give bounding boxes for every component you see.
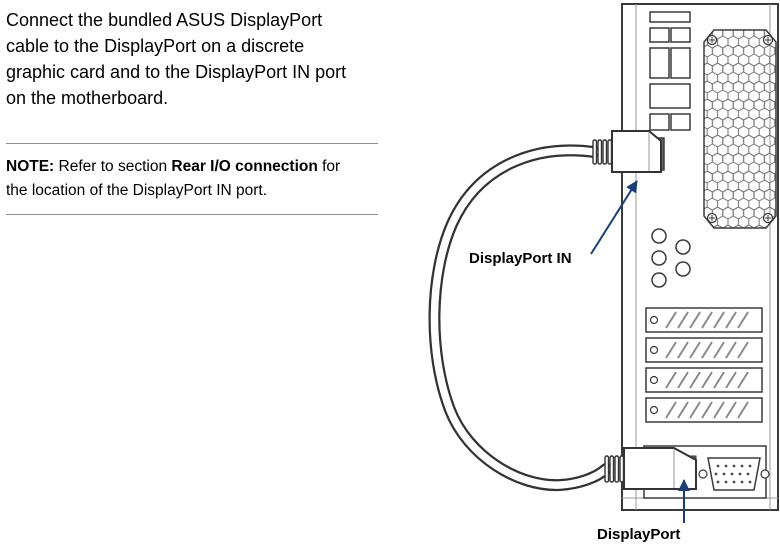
cable-connector-top xyxy=(592,130,662,173)
displayport-cable xyxy=(428,144,612,492)
note-text: Refer to section xyxy=(54,158,172,175)
note-line: NOTE: Refer to section Rear I/O connecti… xyxy=(6,155,378,179)
instruction-line: graphic card and to the DisplayPort IN p… xyxy=(6,62,347,82)
fan-screws xyxy=(706,34,774,224)
cable-connector-bottom xyxy=(604,447,697,490)
slot-cover xyxy=(645,337,763,363)
instruction-line: Connect the bundled ASUS DisplayPort xyxy=(6,10,323,30)
vga-port xyxy=(698,457,770,491)
note-bold-reference: Rear I/O connection xyxy=(171,158,318,175)
displayport-in-label: DisplayPort IN xyxy=(469,250,572,267)
slot-cover xyxy=(645,307,763,333)
vga-pin-dots xyxy=(714,464,752,484)
leader-line-displayport-in xyxy=(590,180,638,255)
note-line: the location of the DisplayPort IN port. xyxy=(6,182,268,199)
slot-cover xyxy=(645,397,763,423)
fan-grille xyxy=(703,29,777,229)
slot-cover xyxy=(645,367,763,393)
audio-jacks xyxy=(651,228,691,288)
note-text: for xyxy=(317,158,341,175)
instruction-line: on the motherboard. xyxy=(6,88,169,108)
note-prefix: NOTE: xyxy=(6,158,55,175)
note-block: NOTE: Refer to section Rear I/O connecti… xyxy=(6,143,378,215)
instruction-paragraph: Connect the bundled ASUS DisplayPort cab… xyxy=(6,7,346,111)
expansion-slots xyxy=(645,307,763,423)
displayport-label: DisplayPort xyxy=(597,526,681,543)
leader-lines xyxy=(590,180,690,523)
instruction-line: cable to the DisplayPort on a discrete xyxy=(6,36,305,56)
